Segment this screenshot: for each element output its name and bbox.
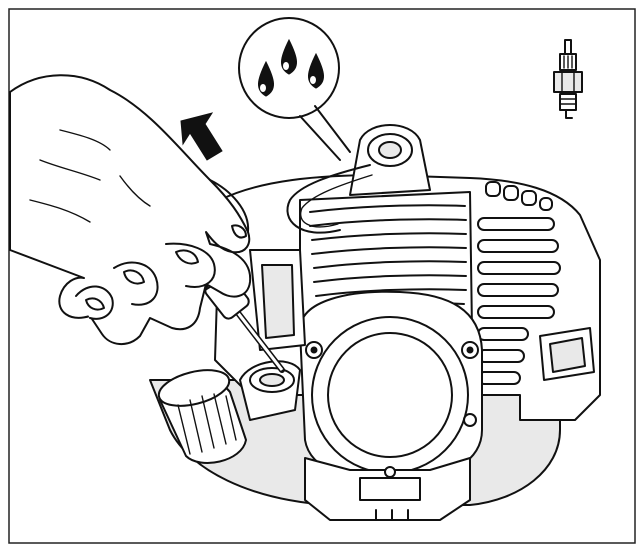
- cooling-vents: [477, 181, 561, 385]
- bolt: [463, 413, 477, 427]
- pull-direction-arrow-icon: [180, 112, 223, 161]
- fuel-cap: [157, 369, 247, 464]
- figure-frame: [8, 8, 636, 544]
- hand-illustration: [9, 74, 252, 345]
- engine-unit: [149, 124, 601, 521]
- ignition-wire: [286, 164, 371, 234]
- spark-plug-icon: [553, 39, 583, 119]
- fuel-tank-area: [157, 360, 301, 464]
- fuel-drops-icon: [238, 17, 351, 161]
